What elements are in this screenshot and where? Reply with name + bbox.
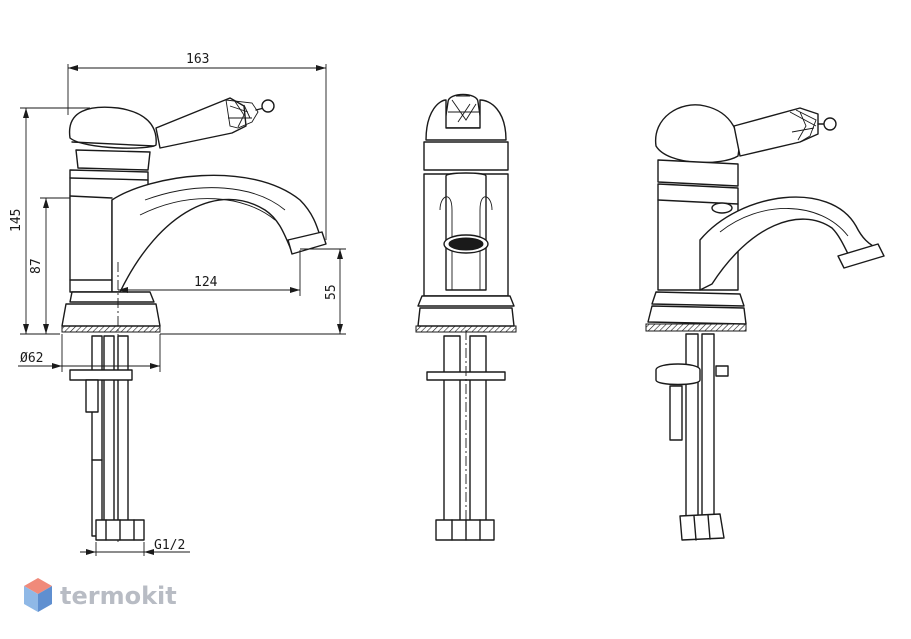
- persp-lever-knob: [823, 117, 837, 131]
- dim-label-55: 55: [324, 284, 339, 300]
- dimension-163: 163: [67, 52, 327, 240]
- lever-handle: [155, 97, 247, 149]
- lever-knob: [261, 99, 275, 113]
- perspective-view: [645, 104, 885, 541]
- dimension-145: 145: [9, 107, 90, 335]
- dimension-124: 124: [118, 250, 301, 296]
- persp-lever-cap: [655, 104, 740, 164]
- dim-label-g12: G1/2: [154, 538, 185, 553]
- front-lever-handle: [443, 93, 483, 129]
- base-collar: [69, 291, 155, 303]
- persp-lever-handle: [733, 107, 819, 157]
- dimension-55: 55: [160, 248, 346, 335]
- dim-label-d62: Ø62: [20, 351, 43, 366]
- dimension-g12: G1/2: [80, 538, 190, 556]
- termokit-logo-icon: [24, 578, 52, 612]
- side-view: [61, 97, 327, 545]
- termokit-brand-text: termokit: [60, 582, 177, 610]
- dimension-87: 87: [29, 197, 70, 334]
- dim-label-87: 87: [29, 258, 44, 274]
- dim-label-163: 163: [186, 52, 209, 67]
- lever-cap: [68, 106, 157, 149]
- front-view: [415, 93, 517, 541]
- dimension-diameter-62: Ø62: [18, 334, 161, 372]
- dim-label-145: 145: [9, 209, 24, 232]
- dim-label-124: 124: [194, 275, 218, 290]
- termokit-watermark: termokit: [24, 578, 177, 612]
